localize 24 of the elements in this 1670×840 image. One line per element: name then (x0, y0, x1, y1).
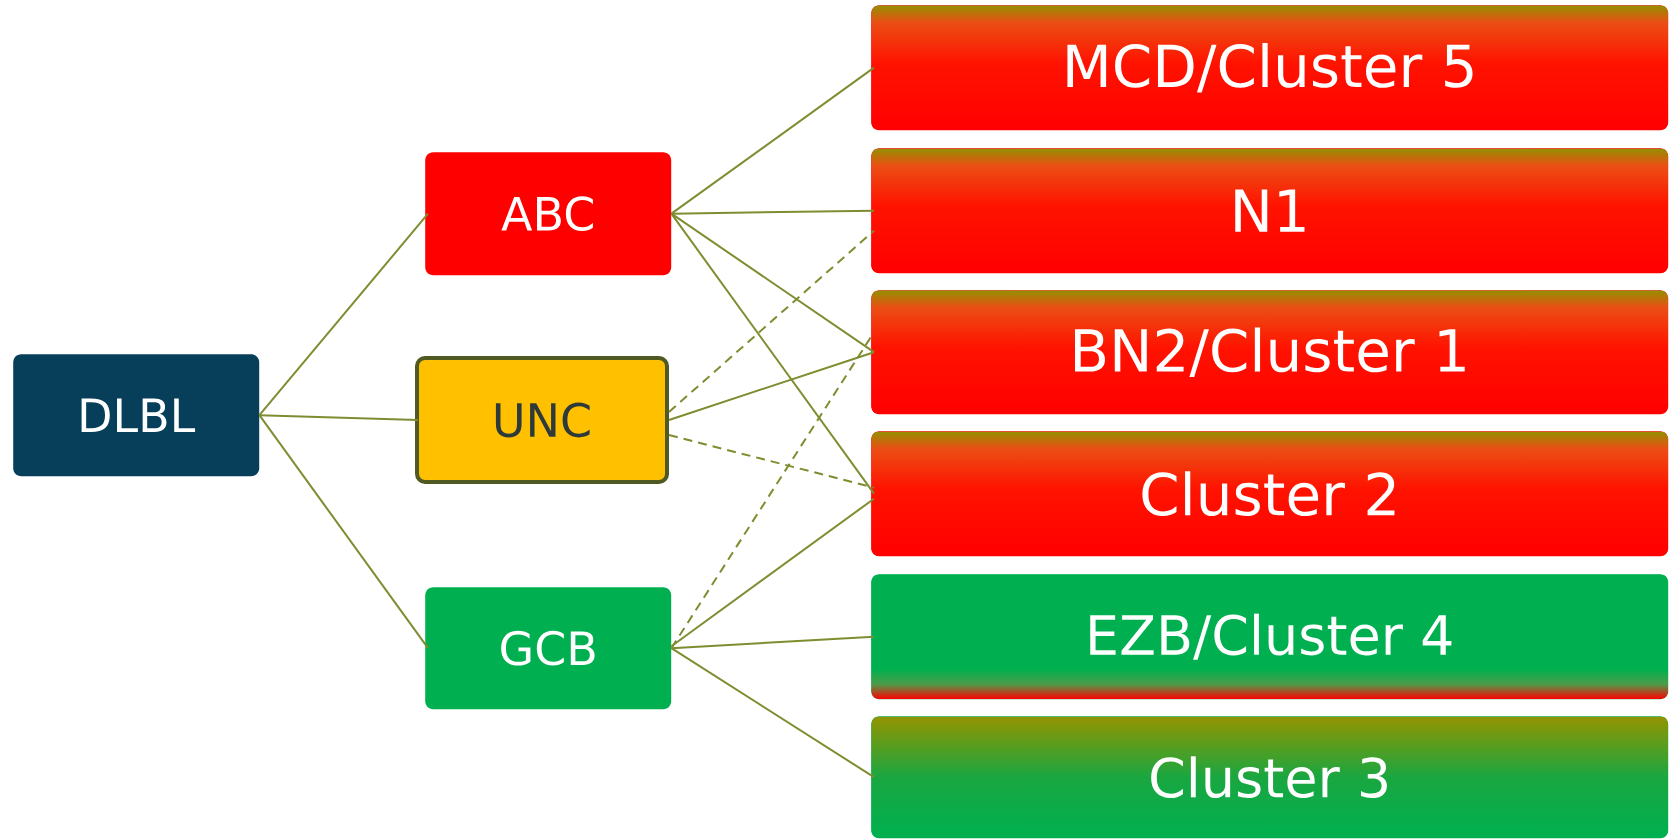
connector-line (258, 212, 429, 417)
connector-line (670, 331, 875, 650)
connector-line (668, 229, 875, 413)
connector-line (670, 647, 875, 779)
connector-line (668, 351, 875, 421)
category-box: ABC (425, 152, 672, 276)
connector-line (670, 212, 875, 354)
connector-line (670, 212, 875, 495)
category-box: UNC (415, 356, 669, 484)
connector-line (668, 434, 875, 489)
category-box: GCB (425, 587, 672, 710)
cluster-box: Cluster 3 (871, 716, 1669, 839)
connector-line (258, 414, 419, 421)
cluster-box: EZB/Cluster 4 (871, 574, 1669, 700)
root-box: DLBL (13, 354, 260, 477)
connector-line (670, 66, 875, 215)
connector-line (670, 497, 875, 648)
cluster-box: MCD/Cluster 5 (871, 5, 1669, 131)
connector-line (670, 209, 875, 215)
cluster-box: Cluster 2 (871, 431, 1669, 557)
cluster-box: N1 (871, 148, 1669, 274)
connector-line (258, 414, 429, 650)
cluster-box: BN2/Cluster 1 (871, 290, 1669, 415)
connector-line (670, 635, 875, 650)
